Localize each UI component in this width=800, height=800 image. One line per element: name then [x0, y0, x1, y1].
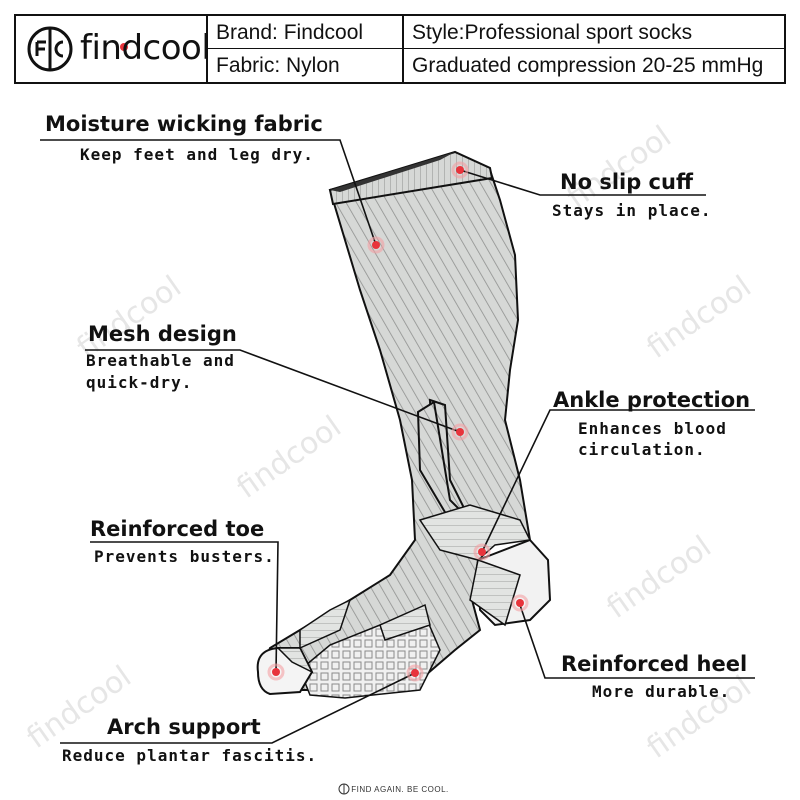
- callout-line-heel: [519, 604, 755, 679]
- callout-line-cuff: [459, 169, 706, 196]
- feature-title: Arch support: [107, 715, 261, 739]
- marker-dot: [272, 668, 280, 676]
- marker-dot: [456, 166, 464, 174]
- feature-desc: quick-dry.: [86, 373, 193, 392]
- sock-cuff: [328, 150, 494, 206]
- spec-table: findcool Brand: Findcool Style:Professio…: [14, 14, 786, 84]
- feature-desc: Stays in place.: [552, 201, 712, 220]
- feature-desc: More durable.: [592, 682, 731, 701]
- heel-stripes: [469, 559, 521, 627]
- spec-compression: Graduated compression 20-25 mmHg: [412, 54, 764, 77]
- marker-dot: [478, 548, 486, 556]
- callout-line-ankle: [481, 409, 755, 553]
- spec-fabric: Fabric: Nylon: [208, 49, 404, 82]
- feature-title: Moisture wicking fabric: [45, 112, 323, 136]
- callout-line-toe: [90, 541, 279, 673]
- feature-desc: Keep feet and leg dry.: [80, 145, 314, 164]
- callout-line-arch: [60, 672, 416, 744]
- feature-title: Reinforced heel: [561, 652, 748, 676]
- feature-desc: Enhances blood: [578, 419, 727, 438]
- feature-desc: Reduce plantar fascitis.: [62, 746, 318, 765]
- spec-style: Style:Professional sport socks: [404, 16, 784, 49]
- footer-logo-icon: [338, 783, 350, 795]
- sock-leg: [260, 156, 532, 691]
- feature-title: No slip cuff: [560, 170, 693, 194]
- marker-dot: [516, 599, 524, 607]
- callout-line-mesh: [85, 349, 461, 433]
- feature-desc: Prevents busters.: [94, 547, 275, 566]
- marker-dot: [411, 669, 419, 677]
- feature-title: Ankle protection: [553, 388, 751, 412]
- marker-dot: [456, 428, 464, 436]
- brand-logo-text: findcool: [80, 28, 211, 68]
- marker-dots: [272, 166, 524, 677]
- callout-lines: [40, 139, 755, 744]
- feature-title: Mesh design: [88, 322, 237, 346]
- callout-line-moisture: [40, 139, 377, 246]
- footer-tagline: FIND AGAIN. BE COOL.: [351, 785, 449, 794]
- spec-brand: Brand: Findcool: [208, 16, 404, 49]
- brand-logo: findcool: [16, 16, 211, 82]
- findcool-logo-icon: [27, 26, 128, 72]
- feature-desc: circulation.: [578, 440, 706, 459]
- feature-desc: Breathable and: [86, 351, 235, 370]
- feature-title: Reinforced toe: [90, 517, 265, 541]
- marker-dot: [372, 241, 380, 249]
